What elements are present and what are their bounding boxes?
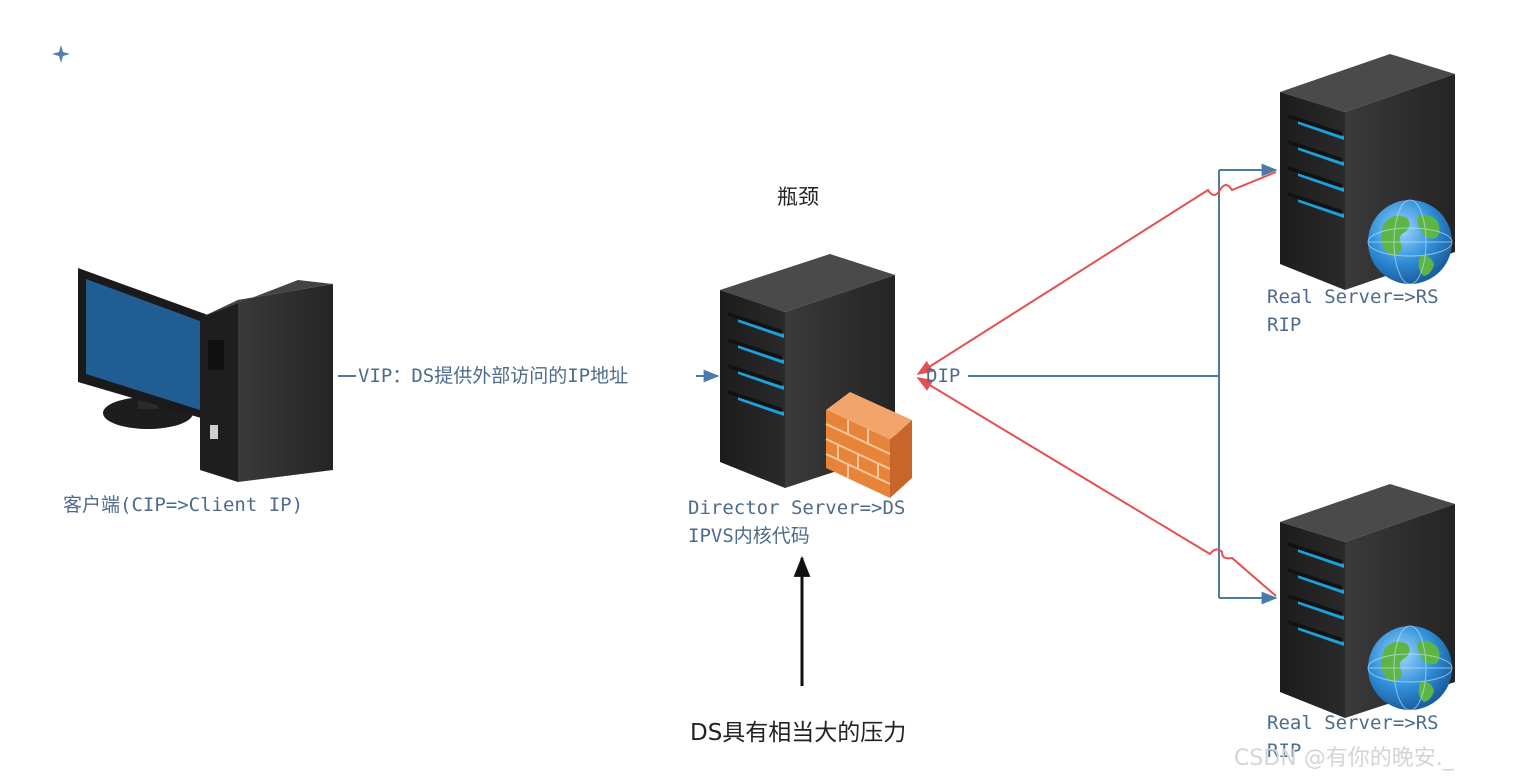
bottleneck-label: 瓶颈: [777, 185, 819, 209]
firewall-icon: [825, 392, 912, 498]
client-label: 客户端(CIP=>Client IP): [63, 494, 304, 516]
globe-icon: [1367, 625, 1453, 711]
real-server-icon: [1280, 54, 1455, 290]
real-server-2-rip-label: RIP: [1267, 740, 1302, 762]
sparkle-icon: [52, 45, 70, 63]
globe-icon: [1367, 199, 1453, 285]
pressure-label: DS具有相当大的压力: [690, 720, 907, 746]
dip-label: DIP: [926, 365, 961, 387]
vip-label: VIP：DS提供外部访问的IP地址: [358, 365, 629, 387]
director-server-label: Director Server=>DS: [688, 497, 906, 519]
real-server-2-label: Real Server=>RS: [1267, 712, 1439, 734]
csdn-watermark: CSDN @有你的晚安._: [1234, 746, 1454, 771]
dip-network-lines: [968, 163, 1278, 605]
ipvs-label: IPVS内核代码: [688, 525, 810, 547]
real-server-1-label: Real Server=>RS: [1267, 286, 1439, 308]
real-server-return-lines: [916, 171, 1277, 597]
real-server-1-rip-label: RIP: [1267, 314, 1302, 336]
client-computer-icon: [78, 268, 333, 482]
